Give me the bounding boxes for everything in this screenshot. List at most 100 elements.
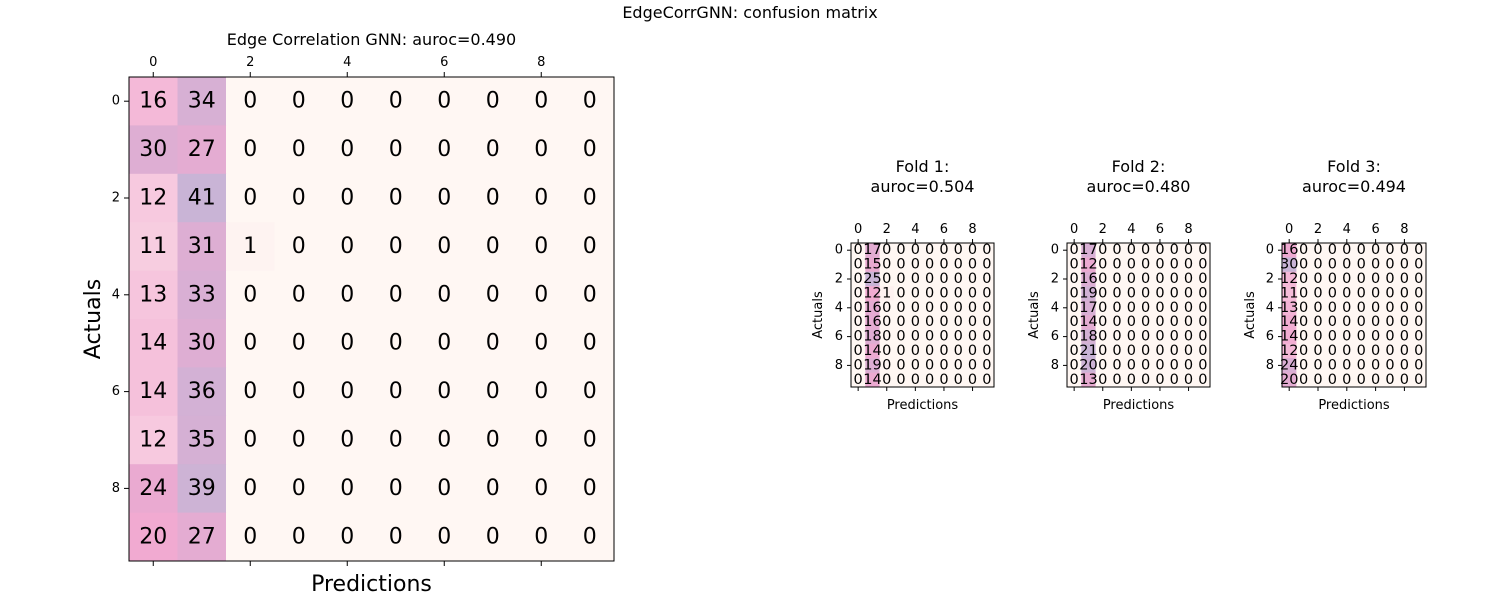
x-tick-label: 8 (1184, 222, 1192, 237)
heatmap-cell (1167, 300, 1182, 316)
cell-value-label: 0 (292, 89, 306, 114)
cell-value-label: 0 (437, 137, 451, 162)
axes-frame (1066, 242, 1211, 388)
y-tick-label: 8 (1051, 358, 1059, 373)
cell-value-label: 0 (243, 186, 257, 211)
cell-value-label: 0 (437, 186, 451, 211)
heatmap-cell (129, 415, 178, 465)
cell-value-label: 30 (1280, 257, 1298, 273)
heatmap-cell (468, 464, 518, 513)
heatmap-cell (1109, 271, 1125, 287)
heatmap-cell (1382, 243, 1398, 258)
cell-value-label: 0 (1313, 343, 1322, 359)
heatmap-cell (879, 243, 895, 258)
cell-value-label: 0 (1414, 343, 1423, 359)
cell-value-label: 0 (1112, 271, 1121, 287)
cell-value-label: 0 (1112, 329, 1121, 345)
heatmap-cell (1296, 372, 1312, 388)
cell-value-label: 0 (854, 372, 863, 388)
cell-value-label: 0 (437, 234, 451, 259)
cell-value-label: 0 (1313, 329, 1322, 345)
heatmap-cell (865, 343, 880, 359)
heatmap-cell (893, 257, 909, 273)
cell-value-label: 0 (1371, 285, 1380, 301)
cell-value-label: 0 (292, 428, 306, 453)
cell-value-label: 0 (1400, 242, 1409, 258)
heatmap-cell (226, 77, 275, 126)
cell-value-label: 0 (534, 524, 548, 549)
cell-value-label: 0 (1127, 242, 1136, 258)
cell-value-label: 0 (911, 271, 920, 287)
heatmap-cell (371, 319, 421, 368)
y-tick-label: 2 (1051, 272, 1059, 287)
cell-value-label: 0 (1299, 314, 1308, 330)
heatmap-cell (1138, 243, 1154, 258)
heatmap-cell (1095, 300, 1111, 316)
heatmap-cell (1195, 286, 1211, 301)
heatmap-cell (865, 257, 880, 273)
heatmap-cell (908, 358, 923, 373)
heatmap-cell (1325, 271, 1340, 287)
cell-value-label: 27 (188, 137, 216, 162)
heatmap-cell (1095, 315, 1111, 330)
cell-value-label: 0 (911, 285, 920, 301)
cell-value-label: 0 (896, 285, 905, 301)
heatmap-cell (1081, 257, 1096, 273)
chart-title: Edge Correlation GNN: auroc=0.490 (227, 30, 516, 49)
cell-value-label: 0 (534, 428, 548, 453)
cell-value-label: 13 (1280, 300, 1298, 316)
cell-value-label: 0 (1299, 242, 1308, 258)
heatmap-cell (420, 319, 469, 368)
cell-value-label: 0 (1357, 242, 1366, 258)
heatmap-cell (323, 512, 372, 562)
heatmap-cell (129, 464, 178, 513)
cell-value-label: 0 (243, 428, 257, 453)
cell-value-label: 15 (863, 257, 881, 273)
heatmap-cell (893, 343, 909, 359)
heatmap-cell (226, 512, 275, 562)
cell-value-label: 0 (437, 476, 451, 501)
cell-value-label: 0 (1127, 257, 1136, 273)
heatmap-cell (1081, 358, 1096, 373)
heatmap-cell (226, 222, 275, 271)
heatmap-cell (1397, 329, 1412, 345)
cell-value-label: 0 (1070, 285, 1079, 301)
heatmap-cell (1310, 271, 1326, 287)
cell-value-label: 0 (243, 524, 257, 549)
heatmap-cell (1181, 243, 1197, 258)
heatmap-cell (1296, 343, 1312, 359)
heatmap-cell (1296, 315, 1312, 330)
cell-value-label: 0 (882, 343, 891, 359)
cell-value-label: 0 (982, 300, 991, 316)
cell-value-label: 0 (1400, 372, 1409, 388)
x-axis-label: Predictions (1318, 398, 1390, 413)
heatmap-cell (865, 358, 880, 373)
cell-value-label: 0 (340, 89, 354, 114)
cell-value-label: 0 (1098, 271, 1107, 287)
cell-value-label: 12 (1280, 343, 1298, 359)
heatmap-cell (1167, 271, 1182, 287)
heatmap-cell (323, 173, 372, 223)
heatmap-cell (1339, 372, 1355, 388)
y-tick-label: 6 (1051, 329, 1059, 344)
cell-value-label: 0 (1299, 300, 1308, 316)
cell-value-label: 0 (1141, 314, 1150, 330)
heatmap-cell (517, 125, 566, 175)
cell-value-label: 0 (925, 343, 934, 359)
cell-value-label: 0 (1155, 257, 1164, 273)
heatmap-cell (1397, 315, 1412, 330)
cell-value-label: 0 (1328, 257, 1337, 273)
heatmap-cell (1382, 315, 1398, 330)
cell-value-label: 0 (982, 271, 991, 287)
heatmap-cell (177, 77, 227, 126)
cell-value-label: 0 (954, 329, 963, 345)
heatmap-cell (565, 512, 615, 562)
heatmap-cell (851, 271, 866, 287)
heatmap-cell (323, 222, 372, 271)
heatmap-cell (517, 319, 566, 368)
heatmap-cell (1138, 329, 1154, 345)
heatmap-cell (851, 372, 866, 388)
cell-value-label: 0 (340, 428, 354, 453)
cell-value-label: 16 (863, 314, 881, 330)
cell-value-label: 0 (1328, 242, 1337, 258)
